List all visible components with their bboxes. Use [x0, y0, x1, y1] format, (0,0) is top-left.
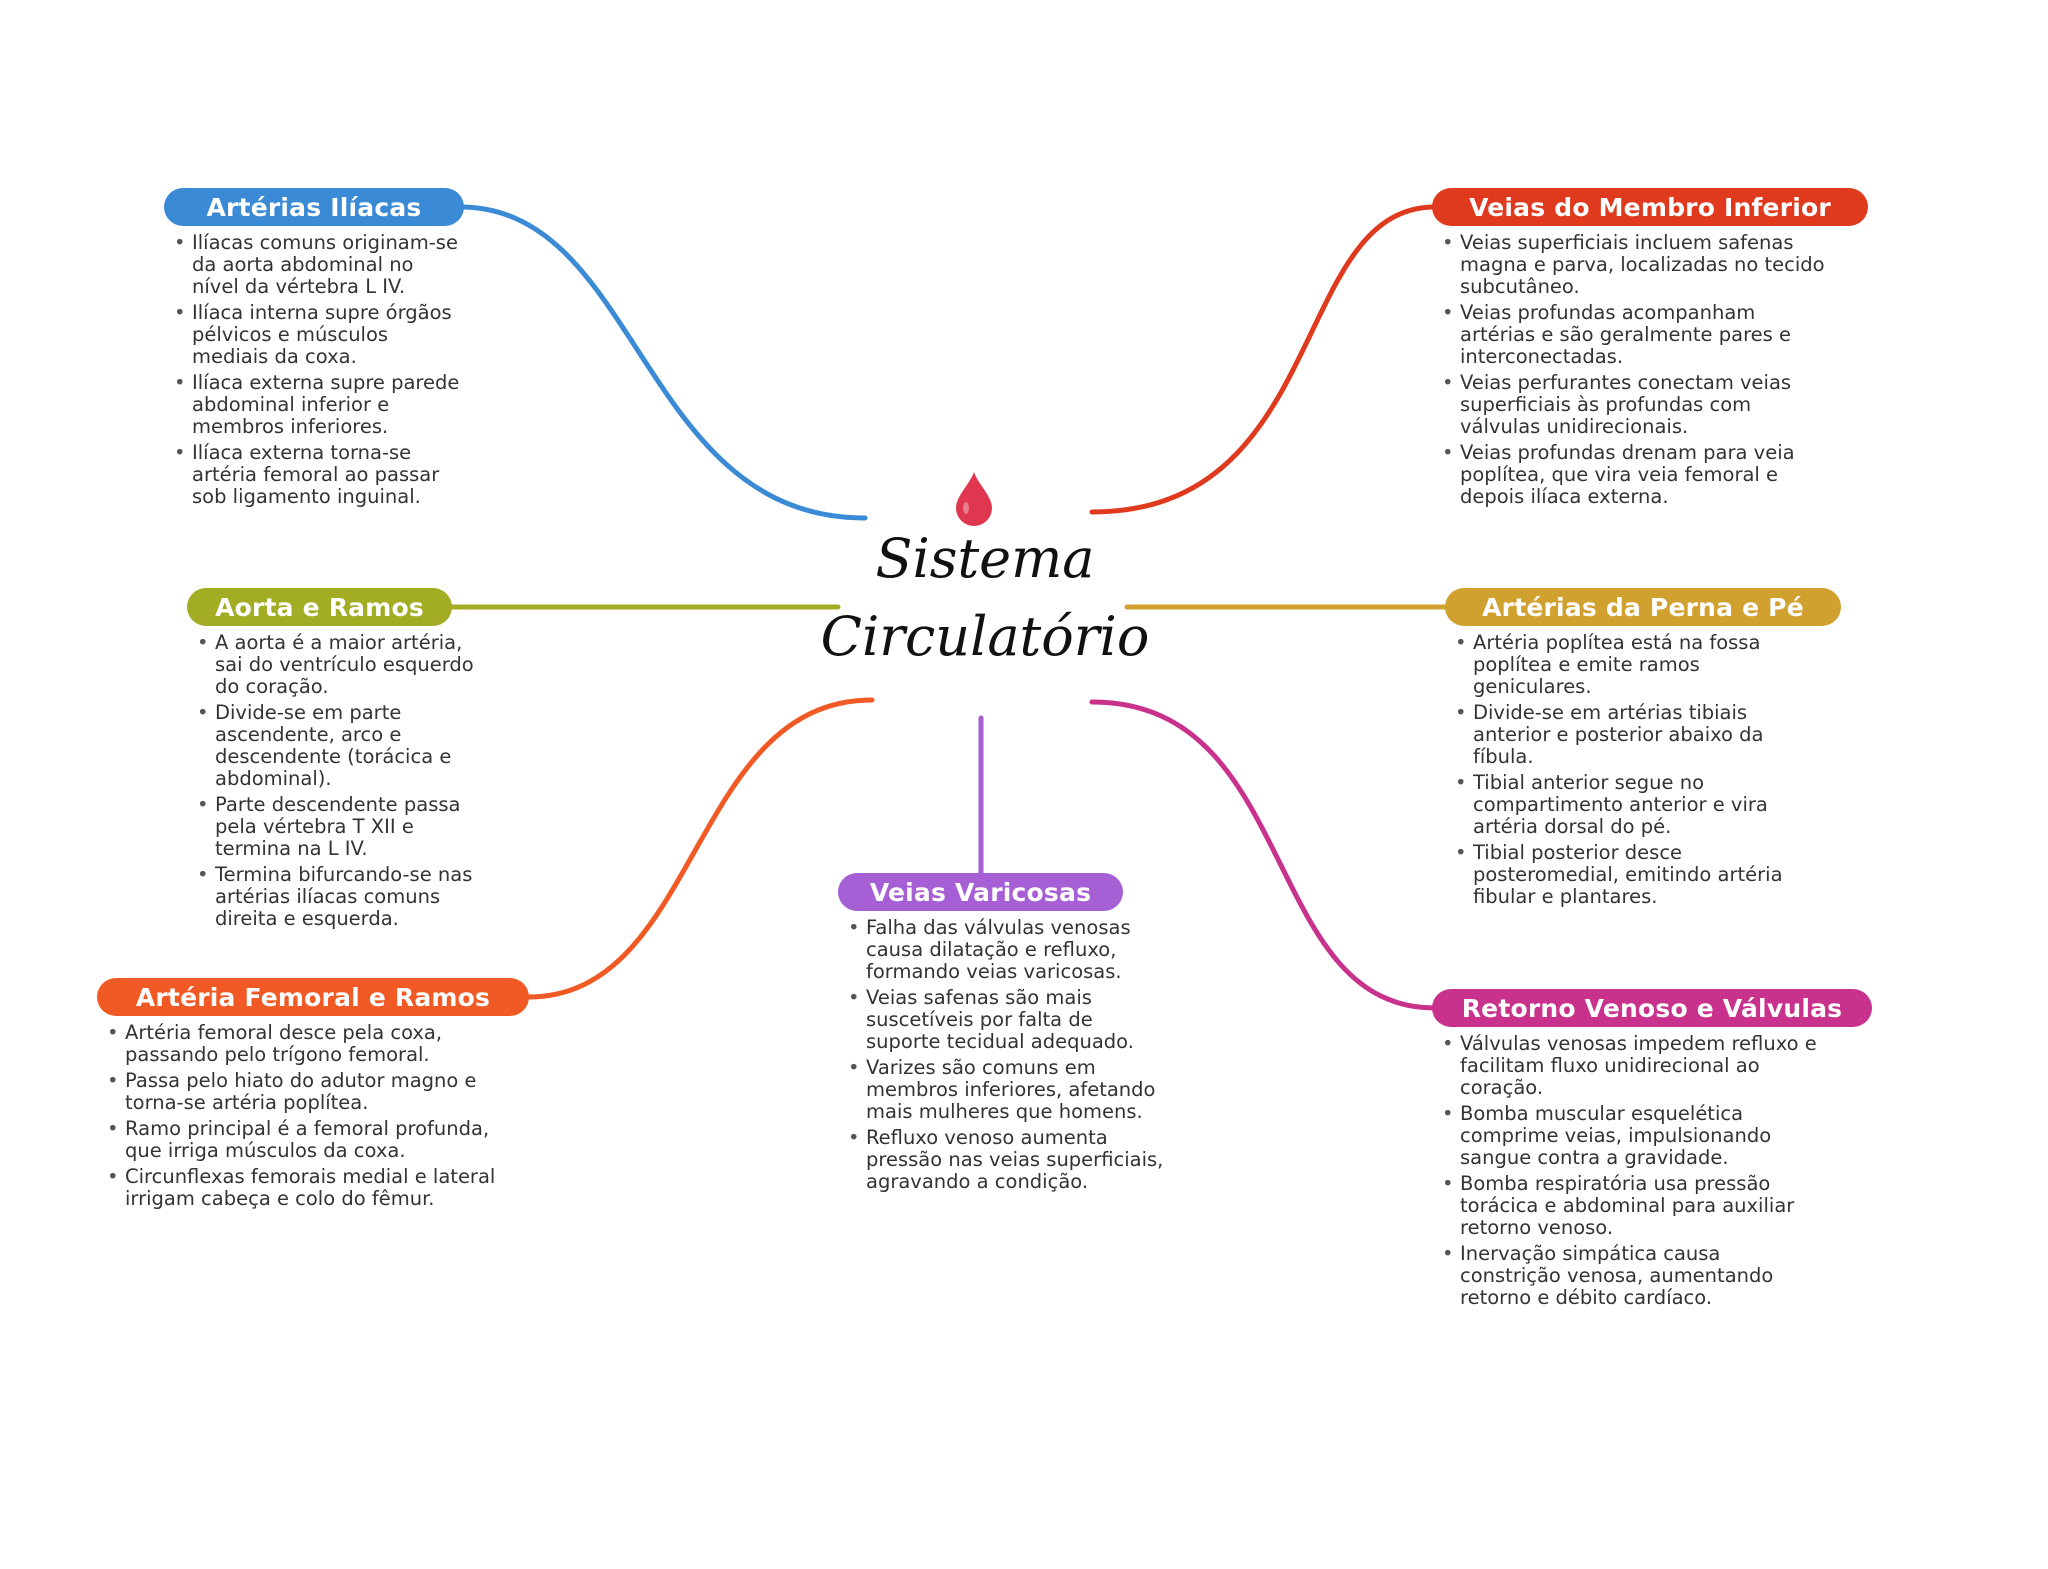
list-item: Inervação simpática causa constrição ven…: [1436, 1243, 1821, 1309]
connector-arteria-femoral-e-ramos: [525, 697, 875, 1000]
branch-title-veias-do-membro-inferior[interactable]: Veias do Membro Inferior: [1432, 188, 1868, 226]
list-item: Válvulas venosas impedem refluxo e facil…: [1436, 1033, 1821, 1099]
blood-drop-icon: [956, 472, 992, 526]
branch-veias-varicosas: Veias Varicosas Falha das válvulas venos…: [838, 873, 1168, 1197]
list-item: Parte descendente passa pela vértebra T …: [191, 794, 487, 860]
branch-list-aorta-e-ramos: A aorta é a maior artéria, sai do ventrí…: [191, 632, 487, 930]
branch-title-arteria-femoral-e-ramos[interactable]: Artéria Femoral e Ramos: [97, 978, 529, 1016]
branch-list-veias-varicosas: Falha das válvulas venosas causa dilataç…: [842, 917, 1168, 1193]
list-item: Tibial posterior desce posteromedial, em…: [1449, 842, 1789, 908]
connector-retorno-venoso-e-valvulas: [1089, 699, 1438, 1011]
branch-title-retorno-venoso-e-valvulas[interactable]: Retorno Venoso e Válvulas: [1432, 989, 1872, 1027]
list-item: Refluxo venoso aumenta pressão nas veias…: [842, 1127, 1168, 1193]
branch-arterias-iliacas: Artérias Ilíacas Ilíacas comuns originam…: [164, 188, 464, 512]
branch-list-arterias-da-perna-e-pe: Artéria poplítea está na fossa poplítea …: [1449, 632, 1789, 908]
branch-veias-do-membro-inferior: Veias do Membro Inferior Veias superfici…: [1432, 188, 1868, 512]
branch-list-arterias-iliacas: Ilíacas comuns originam-se da aorta abdo…: [168, 232, 464, 508]
list-item: Divide-se em parte ascendente, arco e de…: [191, 702, 487, 790]
list-item: Circunflexas femorais medial e lateral i…: [101, 1166, 501, 1210]
central-topic: Sistema Circulatório: [820, 520, 1150, 676]
branch-retorno-venoso-e-valvulas: Retorno Venoso e Válvulas Válvulas venos…: [1432, 989, 1872, 1313]
list-item: Falha das válvulas venosas causa dilataç…: [842, 917, 1168, 983]
branch-title-aorta-e-ramos[interactable]: Aorta e Ramos: [187, 588, 452, 626]
branch-title-veias-varicosas[interactable]: Veias Varicosas: [838, 873, 1123, 911]
connector-arterias-iliacas: [457, 204, 868, 521]
list-item: Tibial anterior segue no compartimento a…: [1449, 772, 1789, 838]
list-item: Termina bifurcando-se nas artérias ilíac…: [191, 864, 487, 930]
branch-list-arteria-femoral-e-ramos: Artéria femoral desce pela coxa, passand…: [101, 1022, 501, 1210]
connector-veias-do-membro-inferior: [1089, 204, 1438, 515]
list-item: Veias profundas drenam para veia poplíte…: [1436, 442, 1826, 508]
branch-arteria-femoral-e-ramos: Artéria Femoral e Ramos Artéria femoral …: [97, 978, 529, 1214]
list-item: Bomba respiratória usa pressão torácica …: [1436, 1173, 1821, 1239]
central-title-line2: Circulatório: [820, 605, 1150, 668]
list-item: Ilíaca externa torna-se artéria femoral …: [168, 442, 464, 508]
branch-title-arterias-iliacas[interactable]: Artérias Ilíacas: [164, 188, 464, 226]
list-item: Artéria femoral desce pela coxa, passand…: [101, 1022, 501, 1066]
branch-arterias-da-perna-e-pe: Artérias da Perna e Pé Artéria poplítea …: [1445, 588, 1841, 912]
list-item: Ramo principal é a femoral profunda, que…: [101, 1118, 501, 1162]
list-item: Veias perfurantes conectam veias superfi…: [1436, 372, 1826, 438]
list-item: Veias profundas acompanham artérias e sã…: [1436, 302, 1826, 368]
branch-aorta-e-ramos: Aorta e Ramos A aorta é a maior artéria,…: [187, 588, 487, 934]
blood-drop-highlight: [963, 502, 969, 514]
blood-drop-shape: [956, 472, 992, 526]
branch-list-veias-do-membro-inferior: Veias superficiais incluem safenas magna…: [1436, 232, 1826, 508]
central-title-line1: Sistema: [875, 527, 1095, 590]
list-item: Ilíacas comuns originam-se da aorta abdo…: [168, 232, 464, 298]
list-item: A aorta é a maior artéria, sai do ventrí…: [191, 632, 487, 698]
list-item: Bomba muscular esquelética comprime veia…: [1436, 1103, 1821, 1169]
branch-title-arterias-da-perna-e-pe[interactable]: Artérias da Perna e Pé: [1445, 588, 1841, 626]
branch-list-retorno-venoso-e-valvulas: Válvulas venosas impedem refluxo e facil…: [1436, 1033, 1821, 1309]
list-item: Divide-se em artérias tibiais anterior e…: [1449, 702, 1789, 768]
list-item: Veias safenas são mais suscetíveis por f…: [842, 987, 1168, 1053]
list-item: Ilíaca externa supre parede abdominal in…: [168, 372, 464, 438]
list-item: Passa pelo hiato do adutor magno e torna…: [101, 1070, 501, 1114]
list-item: Ilíaca interna supre órgãos pélvicos e m…: [168, 302, 464, 368]
list-item: Varizes são comuns em membros inferiores…: [842, 1057, 1168, 1123]
list-item: Artéria poplítea está na fossa poplítea …: [1449, 632, 1789, 698]
list-item: Veias superficiais incluem safenas magna…: [1436, 232, 1826, 298]
